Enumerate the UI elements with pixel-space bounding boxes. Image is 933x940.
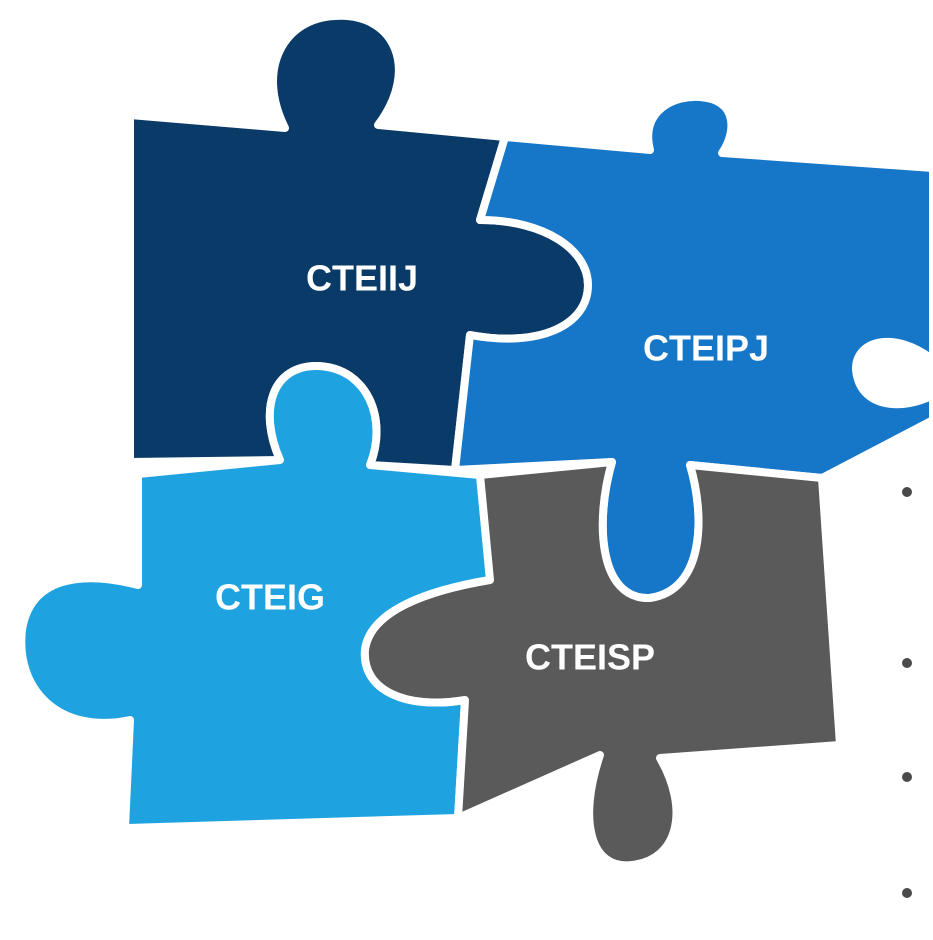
piece-label-cteig: CTEIG <box>215 577 325 618</box>
bullet-point <box>902 487 912 497</box>
piece-label-cteisp: CTEISP <box>525 637 655 678</box>
puzzle-piece-cteisp <box>360 458 844 870</box>
piece-label-cteiij: CTEIIJ <box>306 258 418 299</box>
bullet-point <box>902 772 912 782</box>
piece-label-cteipj: CTEIPJ <box>643 328 769 369</box>
bullet-point <box>902 658 912 668</box>
bullet-point <box>902 888 912 898</box>
